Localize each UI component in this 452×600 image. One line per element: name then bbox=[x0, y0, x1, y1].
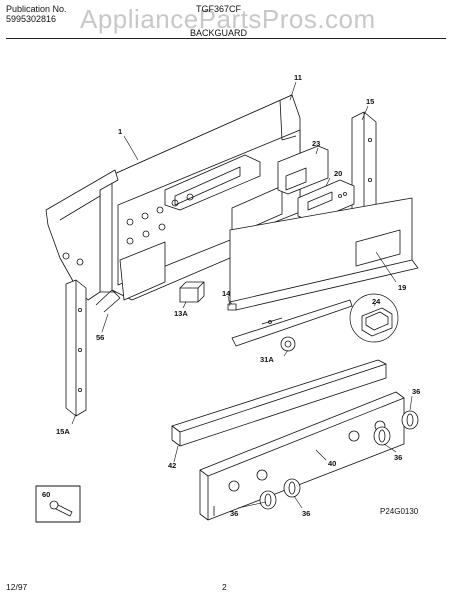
rocker-switch bbox=[361, 307, 393, 337]
callout-36: 36 bbox=[394, 453, 402, 462]
screw-icon bbox=[49, 500, 73, 517]
mounting-bracket bbox=[231, 299, 353, 352]
callout-24: 24 bbox=[372, 297, 381, 306]
screw-inset-box bbox=[35, 485, 81, 523]
publication-number: 5995302816 bbox=[6, 14, 57, 24]
trim-rail bbox=[171, 359, 387, 447]
switch-detail-circle bbox=[349, 293, 399, 343]
leader-lines bbox=[71, 81, 413, 509]
manifold-panel bbox=[199, 391, 405, 521]
callout-14: 14 bbox=[222, 289, 231, 298]
knob bbox=[373, 426, 391, 446]
callout-labels: 1 11 15 23 20 19 14 13A 24 56 31A 15A 36… bbox=[42, 73, 420, 518]
page-number: 2 bbox=[222, 582, 227, 592]
backguard-frame bbox=[99, 94, 301, 301]
terminal-block bbox=[179, 281, 205, 303]
drawing-number: P24G0130 bbox=[380, 507, 419, 516]
callout-42: 42 bbox=[168, 461, 176, 470]
callout-15: 15 bbox=[366, 97, 374, 106]
watermark: AppliancePartsPros.com bbox=[80, 4, 376, 34]
publication-label: Publication No. bbox=[6, 4, 67, 14]
callout-1: 1 bbox=[118, 127, 122, 136]
knob bbox=[259, 490, 277, 510]
footer-date: 12/97 bbox=[6, 582, 28, 592]
callout-36: 36 bbox=[230, 509, 238, 518]
clock-bracket bbox=[277, 145, 329, 195]
callout-36: 36 bbox=[302, 509, 310, 518]
callout-20: 20 bbox=[334, 169, 342, 178]
model-number: TGF367CF bbox=[196, 4, 242, 14]
callout-23: 23 bbox=[312, 139, 320, 148]
section-title: BACKGUARD bbox=[190, 28, 248, 38]
left-side-panel bbox=[45, 169, 121, 313]
knob bbox=[401, 410, 419, 430]
electronic-clock bbox=[297, 179, 355, 223]
callout-11: 11 bbox=[294, 73, 302, 82]
callout-15a: 15A bbox=[56, 427, 70, 436]
callout-40: 40 bbox=[328, 459, 336, 468]
left-end-panel bbox=[65, 279, 87, 417]
callout-56: 56 bbox=[96, 333, 104, 342]
callout-31a: 31A bbox=[260, 355, 274, 364]
header-rule bbox=[6, 38, 446, 39]
knob bbox=[283, 478, 301, 498]
callout-60: 60 bbox=[42, 490, 50, 499]
control-panel bbox=[229, 197, 419, 311]
indicator-light bbox=[227, 303, 237, 311]
callout-36: 36 bbox=[412, 387, 420, 396]
callout-13a: 13A bbox=[174, 309, 188, 318]
callout-19: 19 bbox=[398, 283, 406, 292]
